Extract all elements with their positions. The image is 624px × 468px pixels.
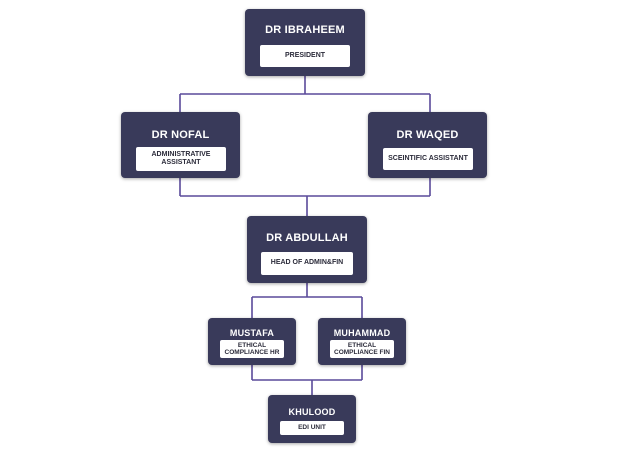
node-role: EDI UNIT: [280, 421, 344, 435]
node-name: MUSTAFA: [229, 328, 275, 338]
node-role: PRESIDENT: [260, 45, 350, 67]
node-khulood: KHULOOD EDI UNIT: [268, 395, 356, 443]
node-muhammad: MUHAMMAD ETHICAL COMPLIANCE FIN: [318, 318, 406, 365]
node-role: ETHICAL COMPLIANCE FIN: [330, 340, 394, 358]
node-role: ETHICAL COMPLIANCE HR: [220, 340, 284, 358]
node-name: DR IBRAHEEM: [265, 24, 345, 36]
node-role: ADMINISTRATIVE ASSISTANT: [136, 147, 226, 171]
node-name: DR WAQED: [396, 129, 459, 141]
node-dr-abdullah: DR ABDULLAH HEAD OF ADMIN&FIN: [247, 216, 367, 283]
node-dr-ibraheem: DR IBRAHEEM PRESIDENT: [245, 9, 365, 76]
node-mustafa: MUSTAFA ETHICAL COMPLIANCE HR: [208, 318, 296, 365]
node-dr-waqed: DR WAQED SCEINTIFIC ASSISTANT: [368, 112, 487, 178]
node-name: MUHAMMAD: [333, 328, 391, 338]
node-name: DR NOFAL: [151, 129, 210, 141]
node-name: DR ABDULLAH: [266, 232, 348, 244]
node-role: SCEINTIFIC ASSISTANT: [383, 148, 473, 170]
node-dr-nofal: DR NOFAL ADMINISTRATIVE ASSISTANT: [121, 112, 240, 178]
node-name: KHULOOD: [288, 407, 336, 417]
node-role: HEAD OF ADMIN&FIN: [261, 252, 353, 275]
